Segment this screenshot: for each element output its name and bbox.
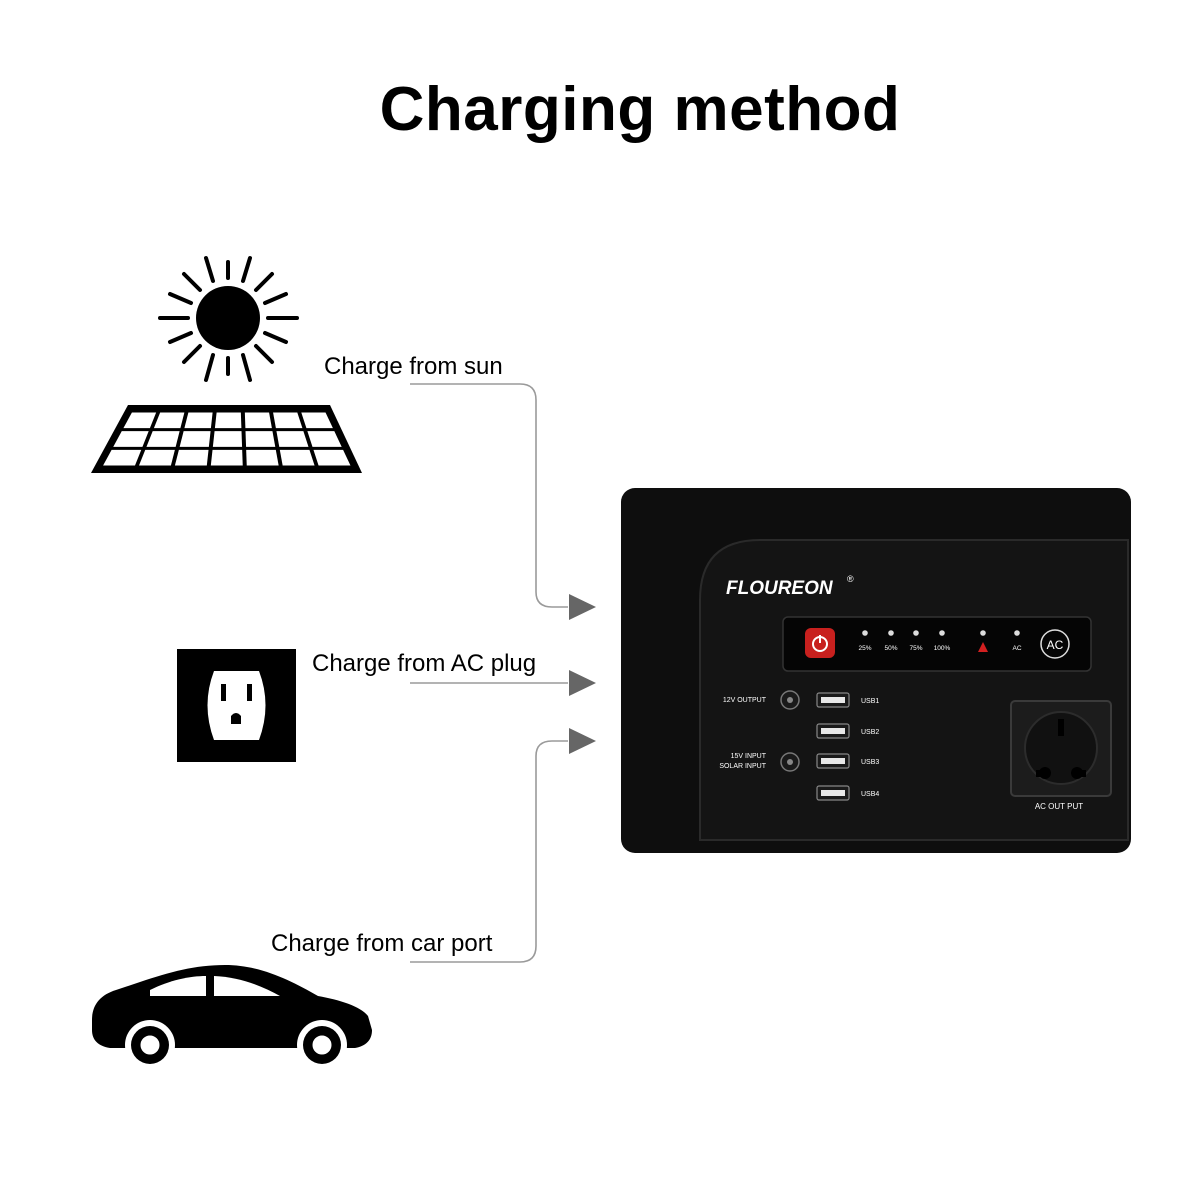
power-station-device: FLOUREON ® 25% 50% 75% 100% AC AC 12V OUTPUT… [621, 488, 1131, 853]
indicator-led [1014, 630, 1020, 636]
indicator-label: 75% [909, 645, 922, 652]
usb-port-label: USB3 [861, 759, 879, 766]
usb-port-tongue [821, 728, 845, 734]
usb-port-label: USB1 [861, 698, 879, 705]
solar-cell [245, 431, 276, 447]
solar-panel-icon [91, 405, 362, 473]
warning-icon [978, 642, 988, 652]
indicator-led [980, 630, 986, 636]
car-icon [92, 965, 372, 1070]
power-button[interactable] [805, 628, 835, 658]
solar-cell [103, 449, 142, 466]
indicator-label: 50% [884, 645, 897, 652]
solar-cell [113, 431, 149, 447]
solar-cell [244, 412, 272, 429]
solar-cell [210, 449, 243, 466]
solar-cell [279, 449, 315, 466]
solar-cell [174, 449, 209, 466]
dc-input-port-icon[interactable] [780, 752, 800, 772]
port-label-15v-input: 15V INPUT [731, 753, 767, 760]
indicator-led [888, 630, 894, 636]
label-charge-from-sun: Charge from sun [324, 353, 503, 380]
usb-port-tongue [821, 697, 845, 703]
level-indicators: 25% 50% 75% 100% AC [858, 630, 1022, 652]
indicator-led [939, 630, 945, 636]
solar-cell [146, 431, 180, 447]
indicator-label: 100% [934, 645, 951, 652]
ac-output-label: AC OUT PUT [1035, 802, 1083, 811]
arrow-sun [569, 594, 596, 620]
solar-cell [153, 412, 185, 429]
solar-cell [123, 412, 157, 429]
usb-port-tongue [821, 790, 845, 796]
port-label-12v-output: 12V OUTPUT [723, 697, 767, 704]
connector-sun [410, 383, 568, 608]
arrow-car [569, 728, 596, 754]
solar-cell [184, 412, 213, 429]
indicator-label: AC [1012, 645, 1021, 652]
usb-port-label: USB2 [861, 729, 879, 736]
solar-cell [212, 431, 243, 447]
solar-cell [273, 412, 303, 429]
sun-icon [158, 256, 299, 382]
usb-port-tongue [821, 758, 845, 764]
dc-output-port-icon[interactable] [780, 690, 800, 710]
usb-port-label: USB4 [861, 791, 879, 798]
indicator-led [913, 630, 919, 636]
ac-button[interactable]: AC [1040, 629, 1070, 659]
solar-cell [276, 431, 309, 447]
label-charge-from-ac-plug: Charge from AC plug [312, 650, 537, 677]
arrow-ac [569, 670, 596, 696]
brand-logo: FLOUREON [726, 578, 834, 599]
indicator-label: 25% [858, 645, 871, 652]
solar-cell [179, 431, 211, 447]
wall-outlet-icon [177, 649, 296, 762]
solar-cell [301, 412, 333, 429]
page-title: Charging method [379, 75, 901, 144]
ac-output-socket[interactable] [1010, 700, 1112, 797]
control-panel [782, 616, 1092, 672]
label-charge-from-car-port: Charge from car port [271, 930, 493, 957]
port-label-solar-input: SOLAR INPUT [719, 763, 766, 770]
connector-car [410, 740, 568, 963]
brand-mark: ® [847, 574, 854, 584]
indicator-led [862, 630, 868, 636]
solar-cell [313, 449, 351, 466]
solar-cell [138, 449, 175, 466]
solar-cell [246, 449, 279, 466]
solar-cell [214, 412, 242, 429]
svg-text:AC: AC [1047, 638, 1064, 652]
solar-cell [307, 431, 342, 447]
